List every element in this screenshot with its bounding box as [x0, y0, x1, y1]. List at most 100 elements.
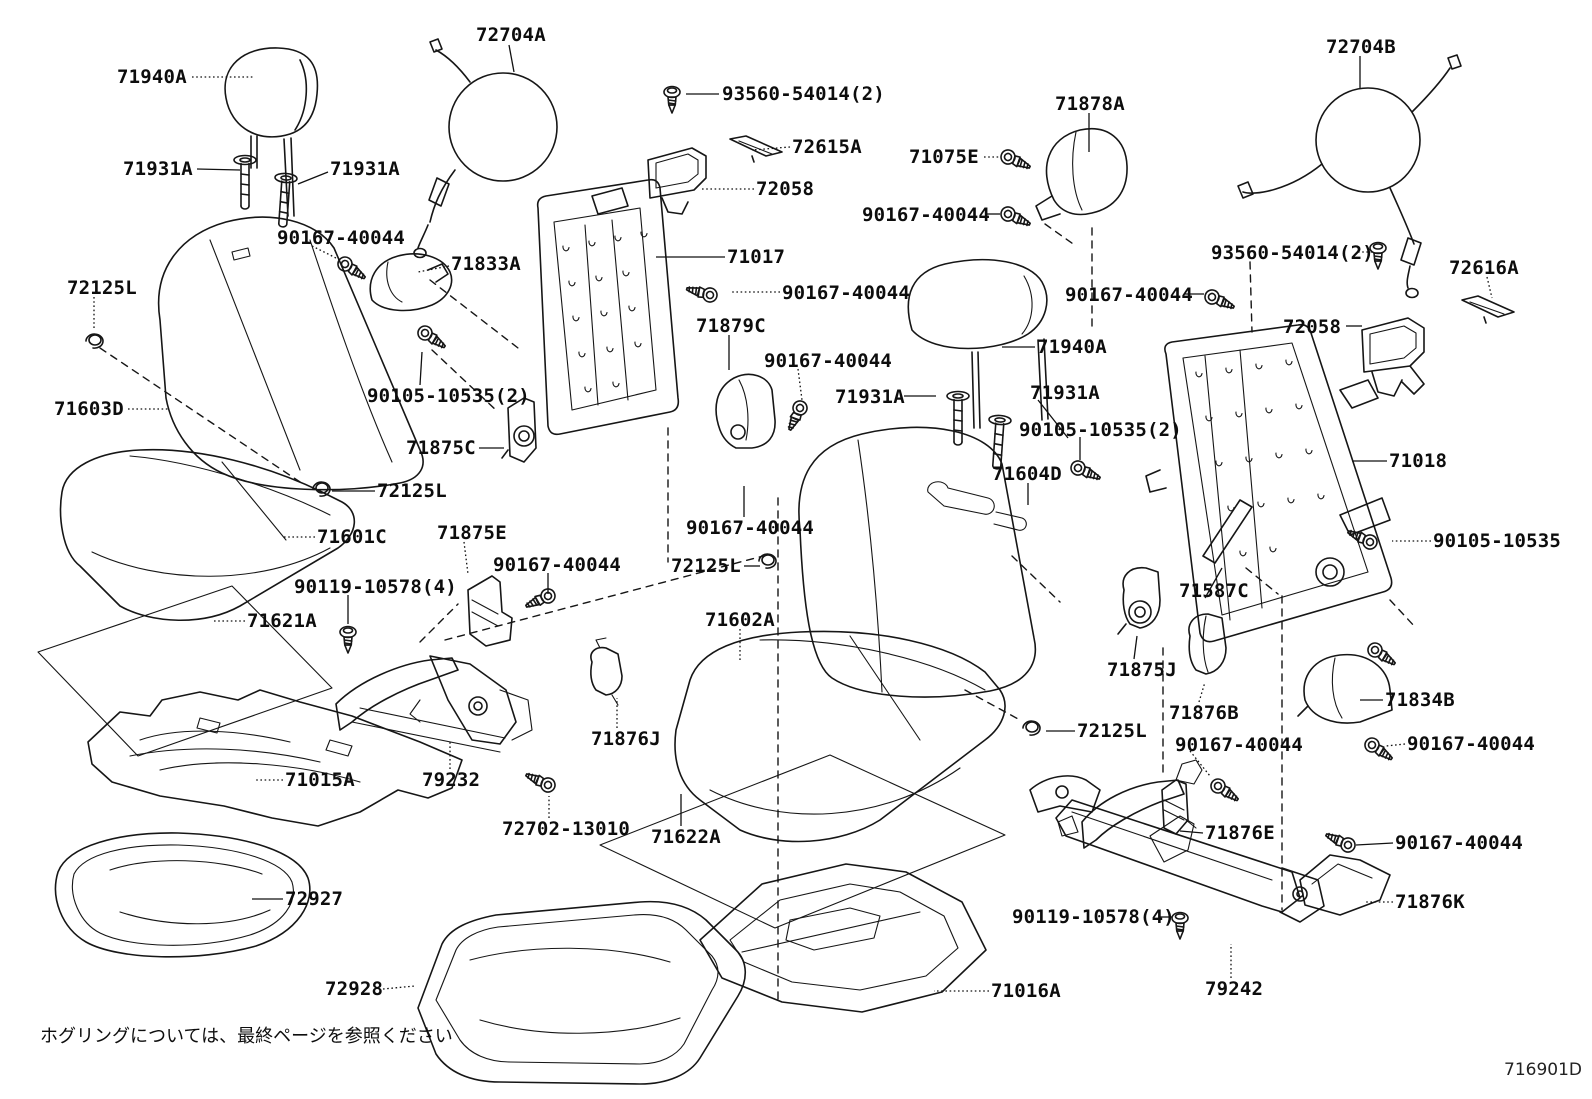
- part-number-label[interactable]: 90105-10535(2): [1019, 419, 1182, 441]
- part-number-label[interactable]: 72125L: [377, 480, 447, 502]
- part-number-label[interactable]: 71931A: [123, 158, 193, 180]
- pad-71622A-art: [599, 754, 1006, 929]
- part-number-label[interactable]: 72928: [325, 978, 384, 1000]
- bar-79242-art: [1029, 775, 1325, 923]
- part-number-label[interactable]: 71878A: [1055, 93, 1125, 115]
- leader-line: [419, 351, 423, 386]
- frame-71018-art: [1145, 323, 1393, 643]
- part-number-label[interactable]: 90167-40044: [1175, 734, 1304, 756]
- headrest-left-art: [224, 47, 319, 217]
- leader-line: [297, 171, 329, 185]
- plate-72616A-art: [1461, 295, 1515, 324]
- part-number-label[interactable]: 90167-40044: [1395, 832, 1524, 854]
- part-number-label[interactable]: 71833A: [451, 253, 521, 275]
- part-number-label[interactable]: 71622A: [651, 826, 721, 848]
- part-number-label[interactable]: 71602A: [705, 609, 775, 631]
- hog-ring-note: ホグリングについては、最終ページを参照ください: [40, 1026, 453, 1047]
- frame-71015A-art: [87, 689, 463, 827]
- leader-line: [751, 146, 791, 151]
- part-number-label[interactable]: 71604D: [992, 463, 1062, 485]
- part-number-label[interactable]: 90167-40044: [782, 282, 911, 304]
- leader-line: [1133, 635, 1138, 660]
- part-number-label[interactable]: 72702-13010: [502, 818, 631, 840]
- pad-71621A-art: [37, 585, 333, 757]
- part-number-label[interactable]: 93560-54014(2): [722, 83, 885, 105]
- part-number-label[interactable]: 72704A: [476, 24, 546, 46]
- part-number-label[interactable]: 90167-40044: [1065, 284, 1194, 306]
- part-number-label[interactable]: 72704B: [1326, 36, 1396, 58]
- leader-line: [463, 541, 469, 575]
- clip-72058-right-art: [1361, 317, 1425, 397]
- part-number-label[interactable]: 90105-10535: [1433, 530, 1562, 552]
- part-number-label[interactable]: 71931A: [330, 158, 400, 180]
- part-number-label[interactable]: 71879C: [696, 315, 766, 337]
- bracket-71876K-art: [1299, 854, 1391, 916]
- part-number-label[interactable]: 71876K: [1395, 891, 1465, 913]
- part-number-label[interactable]: 71018: [1389, 450, 1448, 472]
- part-number-label[interactable]: 71587C: [1179, 580, 1249, 602]
- part-number-label[interactable]: 71016A: [991, 980, 1061, 1002]
- cable-right-art: [1237, 54, 1462, 299]
- pan-72927-art: [54, 832, 311, 958]
- part-number-label[interactable]: 90167-40044: [862, 204, 991, 226]
- part-number-label[interactable]: 71931A: [835, 386, 905, 408]
- part-number-label[interactable]: 90167-40044: [686, 517, 815, 539]
- part-number-label[interactable]: 71876B: [1169, 702, 1239, 724]
- part-number-label[interactable]: 90105-10535(2): [367, 385, 530, 407]
- part-number-label[interactable]: 71875E: [437, 522, 507, 544]
- part-number-label[interactable]: 71875J: [1107, 659, 1177, 681]
- part-number-label[interactable]: 71940A: [1037, 336, 1107, 358]
- part-number-label[interactable]: 71931A: [1030, 382, 1100, 404]
- plate-72615A-art: [729, 135, 783, 163]
- part-number-label[interactable]: 71601C: [317, 526, 387, 548]
- part-number-label[interactable]: 71075E: [909, 146, 979, 168]
- part-number-label[interactable]: 72927: [285, 888, 344, 910]
- part-number-label[interactable]: 72058: [1283, 316, 1342, 338]
- leader-line: [1198, 681, 1206, 703]
- part-number-label[interactable]: 71017: [727, 246, 786, 268]
- leader-line: [1179, 830, 1204, 834]
- frame-71017-art: [536, 178, 680, 436]
- part-number-label[interactable]: 72125L: [1077, 720, 1147, 742]
- cover-71879C-art: [715, 373, 776, 449]
- bracket-center-art: [335, 655, 533, 753]
- clip-71876J-art: [590, 637, 623, 706]
- part-number-label[interactable]: 72125L: [671, 555, 741, 577]
- part-number-label[interactable]: 71015A: [285, 769, 355, 791]
- cover-71875J-art: [1117, 566, 1161, 635]
- construction-lines: [99, 223, 1417, 1003]
- cover-71878A-art: [1035, 127, 1128, 221]
- part-number-label[interactable]: 90167-40044: [277, 227, 406, 249]
- part-number-label[interactable]: 72125L: [67, 277, 137, 299]
- headrest-right-art: [907, 258, 1049, 429]
- part-number-label[interactable]: 90167-40044: [493, 554, 622, 576]
- part-number-label[interactable]: 71876E: [1205, 822, 1275, 844]
- part-number-label[interactable]: 79232: [422, 769, 481, 791]
- part-number-label[interactable]: 90119-10578(4): [1012, 906, 1175, 928]
- part-number-label[interactable]: 90167-40044: [764, 350, 893, 372]
- clip-72058-top-art: [647, 147, 707, 215]
- leader-line: [311, 245, 341, 261]
- cable-left-art: [413, 38, 558, 259]
- part-number-label[interactable]: 90119-10578(4): [294, 576, 457, 598]
- part-number-label[interactable]: 72058: [756, 178, 815, 200]
- part-number-label[interactable]: 71940A: [117, 66, 187, 88]
- part-number-label[interactable]: 79242: [1205, 978, 1264, 1000]
- part-number-label[interactable]: 71834B: [1385, 689, 1455, 711]
- part-number-label[interactable]: 93560-54014(2): [1211, 242, 1374, 264]
- part-number-label[interactable]: 71876J: [591, 728, 661, 750]
- leader-line: [417, 265, 450, 273]
- seatback-right-art: [798, 426, 1036, 698]
- cover-71875C-art: [501, 397, 537, 463]
- part-number-label[interactable]: 71875C: [406, 437, 476, 459]
- part-number-label[interactable]: 72615A: [792, 136, 862, 158]
- part-number-label[interactable]: 71603D: [54, 398, 124, 420]
- bracket-right-art: [1057, 759, 1203, 849]
- leader-line: [1204, 567, 1223, 599]
- part-number-label[interactable]: 72616A: [1449, 257, 1519, 279]
- part-number-label[interactable]: 90167-40044: [1407, 733, 1536, 755]
- part-number-label[interactable]: 71621A: [247, 610, 317, 632]
- cushion-right-art: [674, 630, 1006, 843]
